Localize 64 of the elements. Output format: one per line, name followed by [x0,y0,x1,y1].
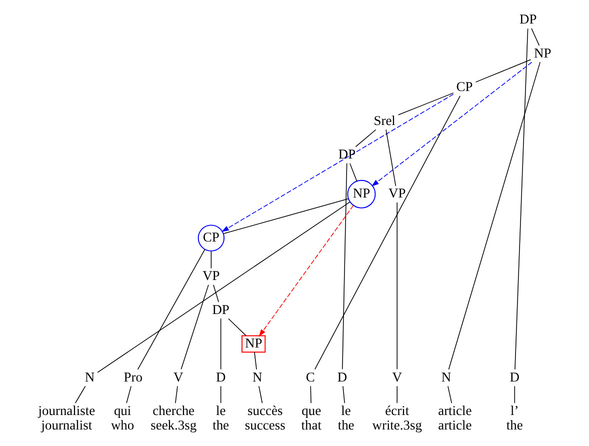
node-text: D [336,369,347,384]
node-text: l’ the [506,402,522,432]
node-text: qui who [110,402,134,432]
connector [396,202,397,370]
node-text: D [509,369,520,384]
connector [220,318,221,370]
node-box: NP [241,335,266,353]
node-circle: NP [346,180,376,208]
node-text: Pro [123,369,142,384]
node-text: VP [388,186,406,201]
node-text: C [305,369,314,384]
connector [174,386,178,404]
connector [514,28,528,370]
connector [447,386,452,404]
connector [314,96,460,370]
node-text: N [84,369,94,384]
arrow [258,205,354,337]
connector [530,28,540,46]
connector [397,92,454,116]
connector [180,284,208,370]
node-text: DP [519,12,536,27]
connector [385,129,396,186]
node-text: N [440,369,451,384]
connector [74,386,86,404]
connector [212,284,218,302]
node-text: que that [300,402,321,432]
connector [342,162,347,370]
connector [228,318,246,336]
connector [354,129,376,148]
connector [258,386,262,404]
node-text: CP [456,79,472,94]
connector [342,386,344,404]
connector [210,251,212,269]
connector [96,201,350,373]
node-text: succès success [244,402,285,432]
connector [220,386,221,404]
node-text: Srel [373,112,395,128]
node-circle: CP [197,224,224,252]
connector [222,198,348,234]
connector [254,352,256,370]
node-text: N [252,369,262,384]
connector [396,386,397,404]
connector [349,163,357,182]
connector [474,59,531,82]
connector [448,62,540,370]
node-text: le the [212,402,229,432]
node-text: NP [533,45,551,60]
connector [514,386,515,404]
node-text: VP [202,268,220,284]
connector [136,249,205,370]
node-text: V [392,369,402,384]
arrow [371,62,532,186]
connector [126,386,131,404]
node-text: V [173,369,183,384]
node-text: cherche seek.3sg [150,402,196,432]
node-text: écrit write.3sg [372,402,422,432]
arrow [221,94,454,232]
node-text: journaliste journalist [38,402,95,432]
connector [310,386,311,404]
node-text: le the [337,402,354,432]
node-text: DP [212,302,229,317]
node-text: DP [338,146,356,162]
node-text: article article [438,402,472,432]
node-text: D [215,369,226,384]
